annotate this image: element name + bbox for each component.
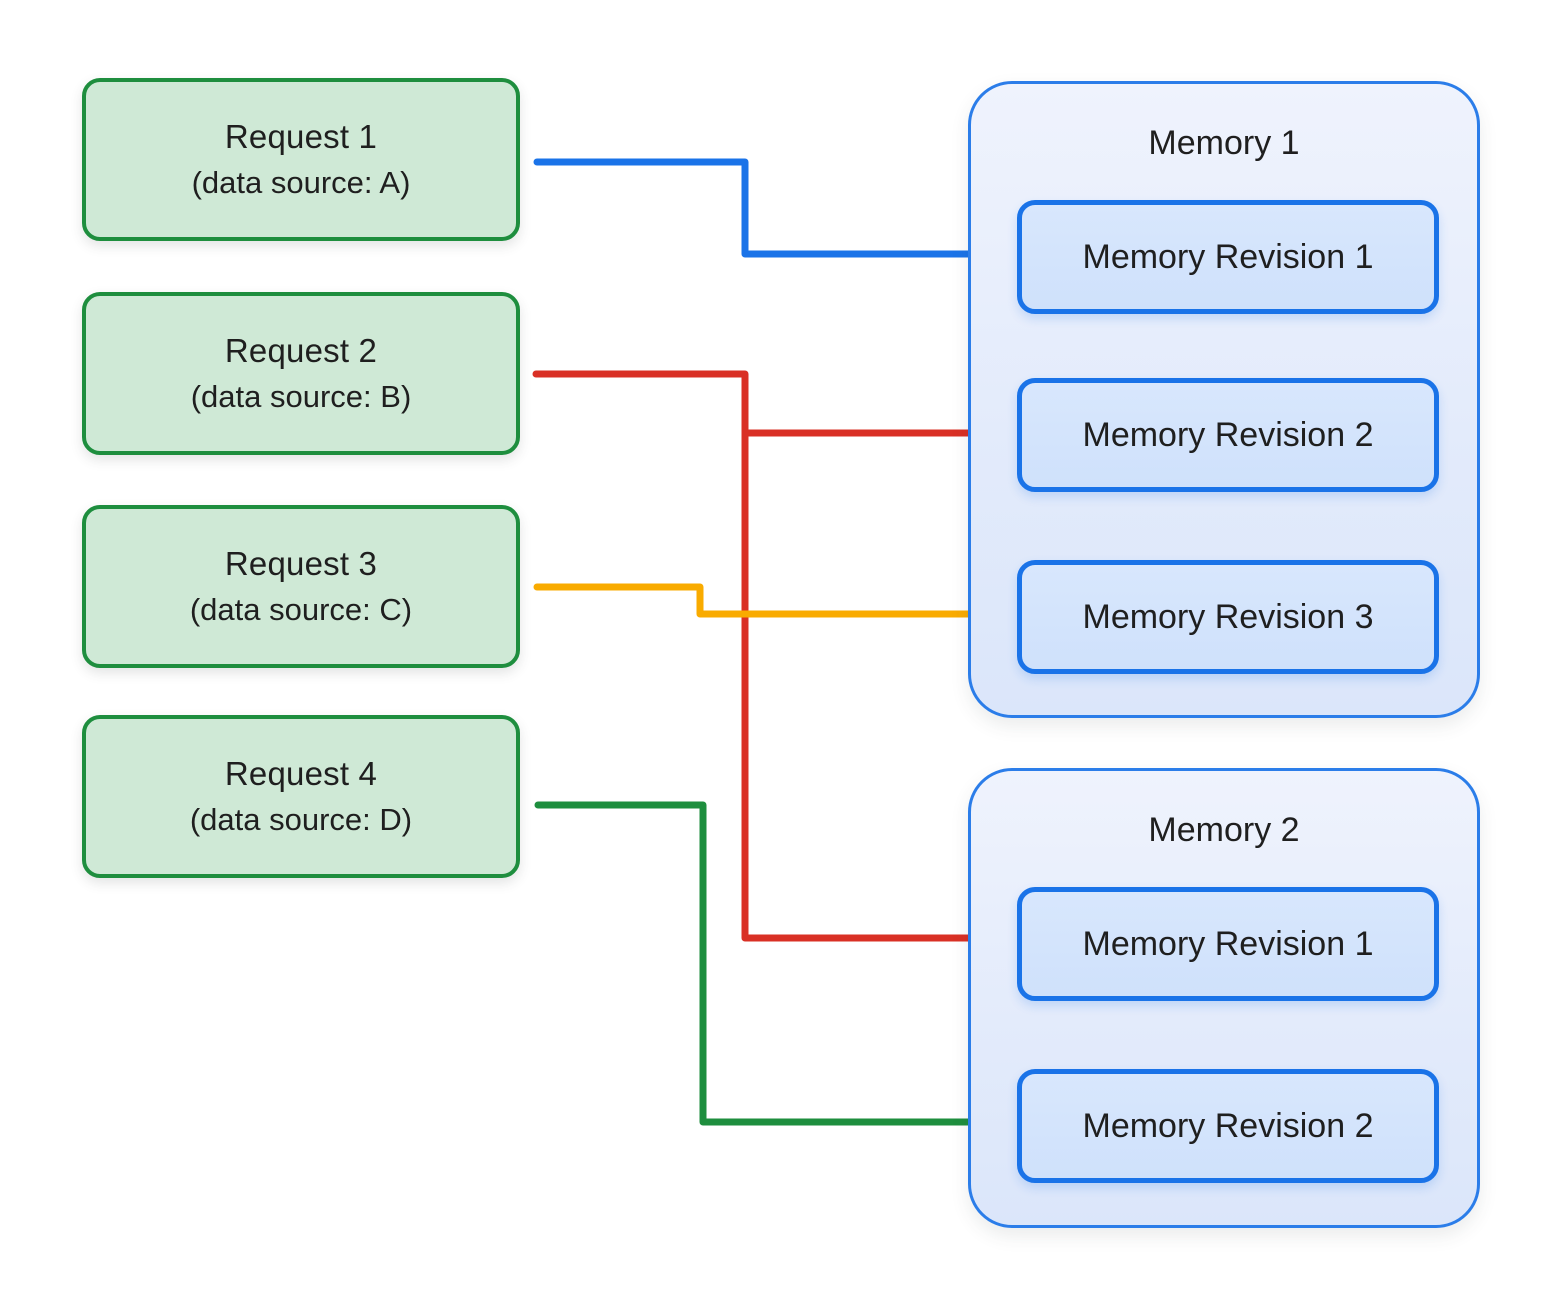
request-3-datasource: (data source: C) bbox=[189, 592, 413, 627]
memory-1-revision-3: Memory Revision 3 bbox=[1017, 560, 1439, 674]
memory-1-revision-2: Memory Revision 2 bbox=[1017, 378, 1439, 492]
request-3-box: Request 3 (data source: C) bbox=[82, 505, 520, 668]
request-1-datasource: (data source: A) bbox=[191, 165, 411, 200]
request-2-title: Request 2 bbox=[224, 332, 378, 369]
arrow-request1-to-memory1-revision1 bbox=[533, 158, 995, 267]
memory-1-revision-1: Memory Revision 1 bbox=[1017, 200, 1439, 314]
request-4-box: Request 4 (data source: D) bbox=[82, 715, 520, 878]
request-1-box: Request 1 (data source: A) bbox=[82, 78, 520, 241]
memory-1-title: Memory 1 bbox=[1148, 124, 1300, 162]
memory-1-container: Memory 1 Memory Revision 1 Memory Revisi… bbox=[968, 81, 1480, 718]
request-4-title: Request 4 bbox=[224, 755, 378, 792]
request-1-title: Request 1 bbox=[224, 118, 378, 155]
memory-2-title: Memory 2 bbox=[1148, 811, 1300, 849]
arrow-request2-to-memory2-revision1 bbox=[741, 429, 995, 951]
request-2-box: Request 2 (data source: B) bbox=[82, 292, 520, 455]
memory-2-revision-1: Memory Revision 1 bbox=[1017, 887, 1439, 1001]
arrow-request2-to-memory1-revision2 bbox=[532, 370, 995, 446]
request-2-datasource: (data source: B) bbox=[190, 379, 412, 414]
memory-2-container: Memory 2 Memory Revision 1 Memory Revisi… bbox=[968, 768, 1480, 1228]
request-3-title: Request 3 bbox=[224, 545, 378, 582]
memory-2-revision-2: Memory Revision 2 bbox=[1017, 1069, 1439, 1183]
request-4-datasource: (data source: D) bbox=[189, 802, 413, 837]
arrow-request3-to-memory1-revision3 bbox=[533, 583, 995, 627]
arrow-request4-to-memory2-revision2 bbox=[534, 801, 995, 1135]
